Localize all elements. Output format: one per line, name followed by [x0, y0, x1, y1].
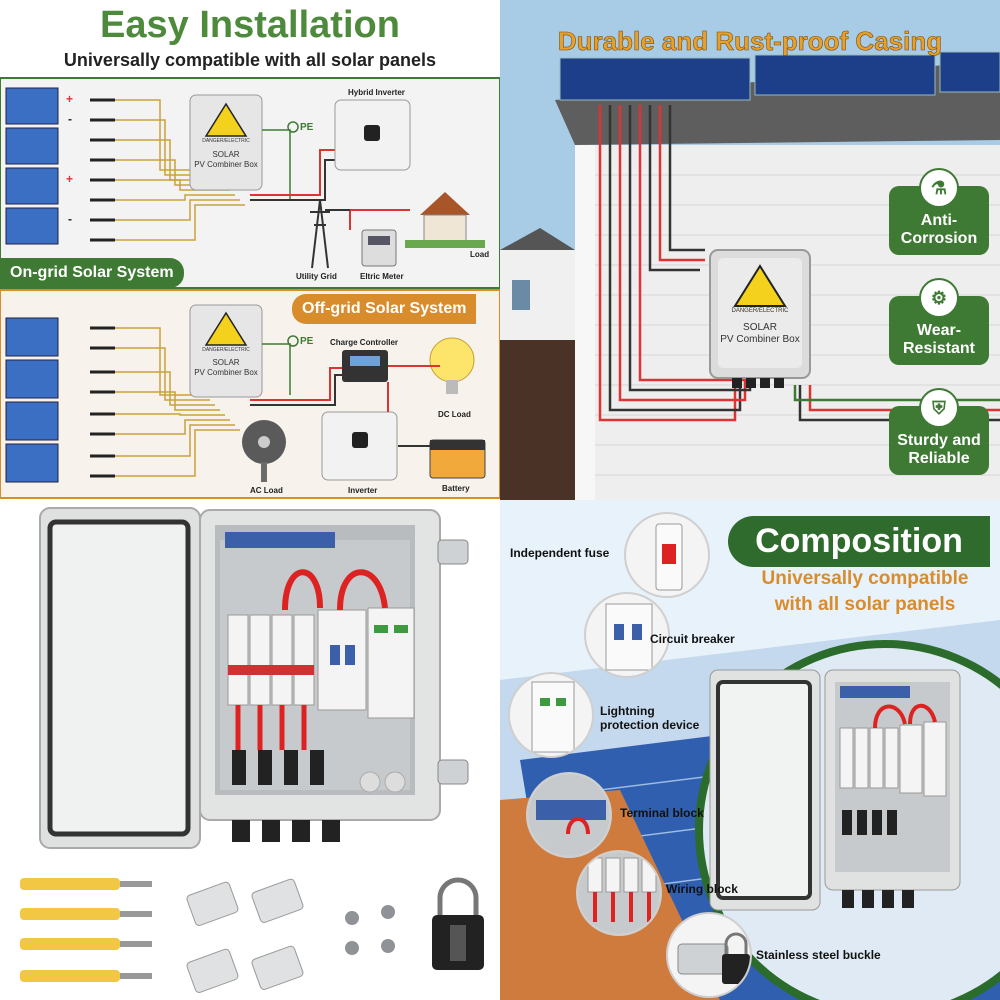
pe-label: PE [300, 336, 314, 347]
utility-grid-label: Utility Grid [296, 272, 337, 281]
on-grid-label: On-grid Solar System [0, 258, 184, 288]
product-photo [20, 507, 484, 993]
component-label-fuse: Independent fuse [510, 546, 610, 560]
component-label-spd: Lightning protection device [600, 704, 700, 733]
installation-subtitle: Universally compatible with all solar pa… [63, 50, 437, 70]
battery-label: Battery [442, 484, 470, 493]
fuse-thumbnail [624, 512, 710, 598]
badge-label: Sturdy and Reliable [897, 432, 981, 468]
installation-diagram [0, 77, 500, 499]
breaker-thumbnail [584, 592, 670, 678]
buckle-thumbnail [666, 912, 752, 998]
plus-mark: + [66, 92, 74, 106]
component-label-terminal: Terminal block [620, 806, 704, 820]
badge-label: Wear- Resistant [902, 322, 976, 358]
off-grid-label: Off-grid Solar System [292, 294, 477, 324]
component-label-buckle: Stainless steel buckle [756, 948, 881, 962]
terminal-block-thumbnail [526, 772, 612, 858]
plus-mark: + [66, 172, 74, 186]
component-label-wiring: Wiring block [666, 882, 738, 896]
combiner-danger-label: DANGER/ELECTRIC [202, 138, 250, 144]
component-label-breaker: Circuit breaker [650, 632, 735, 646]
inverter-label: Inverter [348, 486, 378, 495]
pe-label: PE [300, 122, 314, 133]
composition-subtitle: Universally compatible with all solar pa… [730, 566, 1000, 617]
combiner-label-line2: PV Combiner Box [194, 160, 258, 169]
charge-controller-label: Charge Controller [330, 338, 399, 347]
load-label: Load [470, 250, 490, 259]
casing-box-line2: PV Combiner Box [720, 334, 800, 345]
minus-mark: - [68, 112, 72, 126]
badge-sturdy-reliable: ⛨ Sturdy and Reliable [889, 388, 989, 475]
wiring-block-thumbnail [576, 850, 662, 936]
combiner-label-line1: SOLAR [212, 150, 240, 159]
shield-icon: ⛨ [919, 388, 959, 428]
solar-panels-off-grid [5, 317, 59, 483]
badge-label: Anti- Corrosion [900, 212, 978, 248]
beaker-icon: ⚗ [919, 168, 959, 208]
installation-title: Easy Installation [100, 4, 400, 46]
solar-panels-on-grid [5, 87, 59, 245]
badge-anti-corrosion: ⚗ Anti- Corrosion [889, 168, 989, 255]
hybrid-inverter-label: Hybrid Inverter [348, 88, 405, 97]
combiner-danger-label: DANGER/ELECTRIC [202, 347, 250, 353]
dc-load-label: DC Load [438, 410, 471, 419]
casing-box-line1: SOLAR [743, 322, 777, 333]
badge-wear-resistant: ⚙ Wear- Resistant [889, 278, 989, 365]
meter-label: Eltric Meter [360, 272, 404, 281]
composition-title: Composition [728, 516, 990, 567]
spd-thumbnail [508, 672, 594, 758]
ac-load-label: AC Load [250, 486, 283, 495]
minus-mark: - [68, 212, 72, 226]
casing-danger-label: DANGER/ELECTRIC [731, 308, 789, 314]
composition-subtitle-line2: with all solar panels [774, 593, 956, 615]
casing-panel: Durable and Rust-proof Casing DANGER/ELE… [500, 0, 1000, 500]
installation-panel: Easy Installation Universally compatible… [0, 0, 500, 500]
product-panel [0, 500, 500, 1000]
combiner-label-line2: PV Combiner Box [194, 368, 258, 377]
composition-subtitle-line1: Universally compatible [761, 568, 969, 589]
composition-panel: Composition Universally compatible with … [500, 500, 1000, 1000]
wall-anchors [20, 878, 152, 982]
gears-icon: ⚙ [919, 278, 959, 318]
casing-title: Durable and Rust-proof Casing [557, 26, 943, 57]
combiner-label-line1: SOLAR [212, 358, 240, 367]
